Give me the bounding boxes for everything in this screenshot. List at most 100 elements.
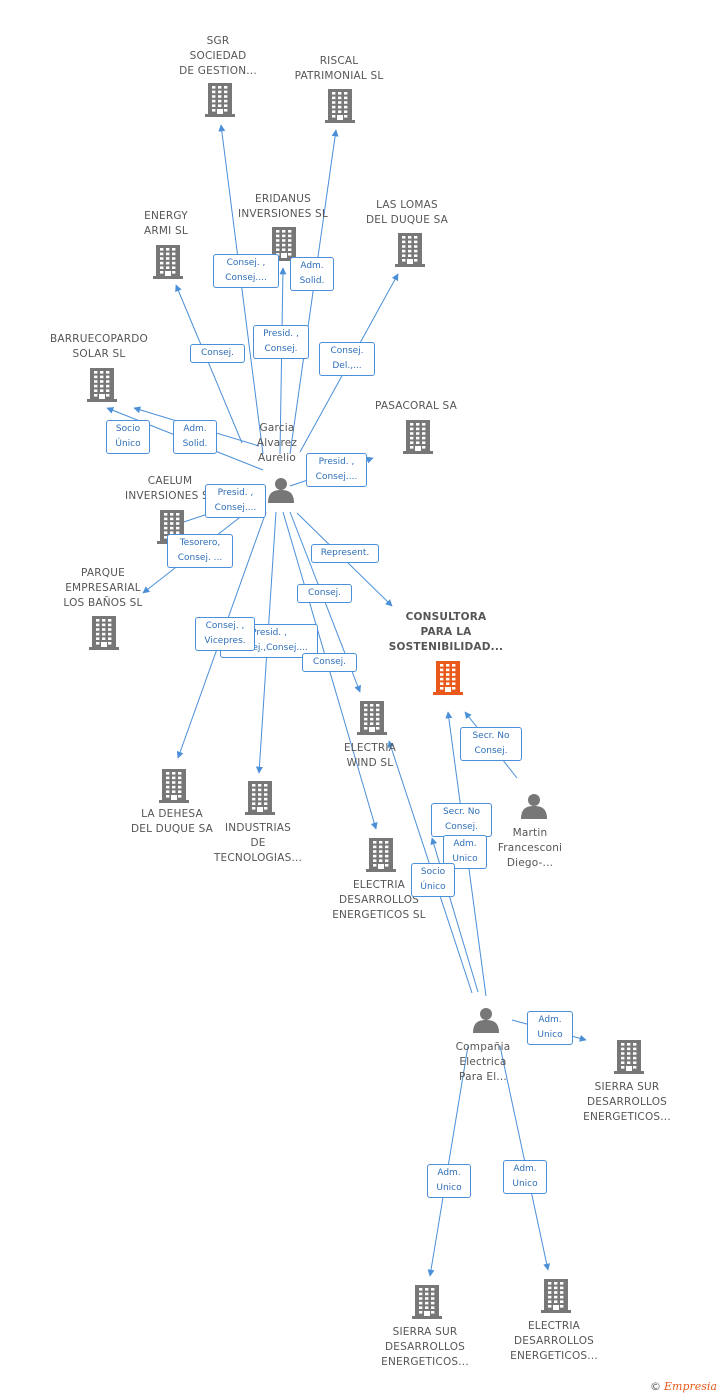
company-building-icon[interactable] [366, 838, 396, 872]
relation-badge-line: Consej. [474, 746, 508, 756]
relation-badge[interactable]: Adm. Unico [427, 1164, 471, 1198]
relation-badge[interactable]: Adm.Solid. [173, 420, 217, 454]
company-building-icon[interactable] [541, 1279, 571, 1313]
label-line: Aurelio [257, 452, 297, 464]
relation-badge-line: Consej. [312, 657, 347, 667]
relation-badge-line: Consej.... [214, 503, 257, 513]
company-building-icon[interactable] [153, 245, 183, 279]
company-building-icon[interactable] [433, 661, 463, 695]
relation-badge-line: Secr. No [472, 731, 510, 741]
company-building-icon[interactable] [325, 89, 355, 123]
relation-badge[interactable]: Consej.Del.,... [319, 342, 375, 376]
company-building-icon[interactable] [245, 781, 275, 815]
company-building-icon[interactable] [205, 83, 235, 117]
relation-badge[interactable]: Adm.Unico [503, 1160, 547, 1194]
label-line: ELECTRIA [352, 879, 406, 891]
relation-badge-line: Tesorero, [179, 538, 221, 548]
label-line: SOLAR SL [72, 348, 126, 360]
relation-badge-line: Consej. , [205, 621, 245, 631]
company-building-icon[interactable] [269, 227, 299, 261]
label-line: DESARROLLOS [338, 894, 420, 906]
relation-badge-line: Adm. [183, 424, 207, 434]
label-line: PARA LA [420, 626, 472, 638]
relation-badge-line: Adm. [437, 1168, 461, 1178]
person-icon[interactable] [473, 1008, 499, 1033]
company-building-icon[interactable] [403, 420, 433, 454]
company-label-pasacoral[interactable]: PASACORAL SA [346, 399, 486, 414]
brand-footer: ©Empresia [650, 1380, 717, 1393]
label-line: SIERRA SUR [594, 1081, 660, 1093]
relation-badge-line: Solid. [299, 276, 325, 286]
relation-badge[interactable]: Consej. [302, 653, 357, 672]
label-line: INDUSTRIAS [224, 822, 292, 834]
relation-badge[interactable]: Adm.Solid. [290, 257, 334, 291]
relation-badge-line: Consej. [200, 348, 235, 358]
label-line: SGR [206, 35, 230, 47]
relation-badge-line: Unico [452, 854, 478, 864]
relation-badge-line: Presid. , [217, 488, 254, 498]
relation-badge[interactable]: Consej. ,Vicepres. [195, 617, 255, 651]
relationship-edge [427, 1045, 469, 1277]
node-icons [87, 83, 644, 1319]
relationship-edge [289, 129, 339, 455]
label-line: Martin [512, 827, 548, 839]
company-building-icon[interactable] [159, 769, 189, 803]
company-building-icon[interactable] [357, 701, 387, 735]
relation-badge[interactable]: Secr. No Consej. [460, 727, 522, 761]
relationship-edge [499, 1045, 551, 1271]
relation-badge[interactable]: Represent. [311, 544, 379, 563]
relation-badge[interactable]: Consej. [297, 584, 352, 603]
label-line: Alvarez [256, 437, 298, 449]
relation-badge[interactable]: Consej. ,Consej.... [213, 254, 279, 288]
company-building-icon[interactable] [395, 233, 425, 267]
relation-badge[interactable]: Consej. [190, 344, 245, 363]
relation-badge-line: Secr. No [442, 807, 481, 817]
label-line: WIND SL [346, 757, 394, 769]
label-line: ENERGETICOS... [583, 1111, 671, 1123]
relation-badge[interactable]: Adm.Unico [527, 1011, 573, 1045]
relation-badge[interactable]: Presid. ,Consej.... [306, 453, 367, 487]
relation-badge-line: Unico [436, 1183, 462, 1193]
company-building-icon[interactable] [412, 1285, 442, 1319]
relation-badge[interactable]: Presid. ,Consej. [253, 325, 309, 359]
label-line: DE [250, 837, 266, 849]
label-line: ERIDANUS [255, 193, 311, 205]
relation-badge[interactable]: Tesorero,Consej. ... [167, 534, 233, 568]
company-building-icon[interactable] [89, 616, 119, 650]
relationship-edge [175, 284, 243, 444]
company-building-icon[interactable] [614, 1040, 644, 1074]
label-line: DEL DUQUE SA [365, 214, 449, 226]
label-line: EMPRESARIAL [65, 582, 141, 594]
label-line: ENERGETICOS... [510, 1350, 598, 1362]
label-line: DESARROLLOS [513, 1335, 595, 1347]
relation-badge[interactable]: Secr. No Consej. [431, 803, 492, 837]
person-icon[interactable] [521, 794, 547, 819]
relation-badge[interactable]: Presid. , Consej.... [205, 484, 266, 518]
company-building-icon[interactable] [87, 368, 117, 402]
person-icon[interactable] [268, 478, 294, 503]
label-line: DESARROLLOS [384, 1341, 466, 1353]
label-line: ENERGY [144, 210, 188, 222]
relation-badge-line: Consej. [444, 822, 479, 832]
